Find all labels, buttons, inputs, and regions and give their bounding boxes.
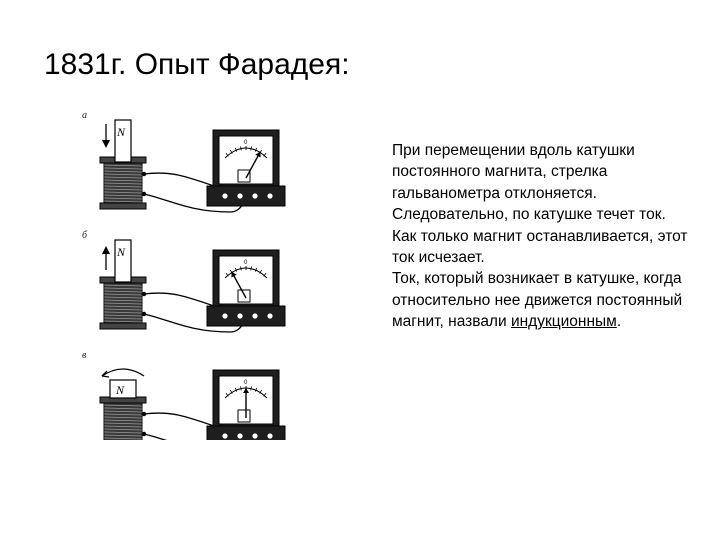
pivot-box — [237, 409, 251, 423]
pivot-box — [237, 169, 251, 183]
paragraph-2-end: . — [616, 313, 622, 331]
bar-magnet: N — [102, 239, 132, 283]
explanation-paragraph-1: При перемещении вдоль катушки постоянног… — [392, 142, 688, 267]
coil — [99, 156, 147, 210]
induction-term: индукционным — [510, 313, 617, 331]
coil — [99, 276, 147, 330]
pivot-box — [237, 289, 251, 303]
terminal — [267, 193, 273, 199]
panel-letter: a — [82, 110, 87, 121]
terminal — [237, 433, 243, 439]
panel-letter: в — [82, 350, 87, 361]
terminal — [267, 433, 273, 439]
terminal — [237, 193, 243, 199]
scale-zero-label: 0 — [244, 140, 248, 146]
paragraph-2-text: Ток, который возникает в катушке, когда … — [392, 270, 683, 331]
scale-zero-label: 0 — [244, 260, 248, 266]
bar-magnet: N — [101, 368, 145, 399]
magnet-label: N — [115, 383, 125, 397]
galvanometer: 0 — [206, 129, 286, 207]
galvanometer-needle — [245, 151, 261, 179]
terminal — [237, 313, 243, 319]
experiment-panel-3: вN 0 — [82, 350, 286, 440]
terminal — [267, 313, 273, 319]
terminal — [252, 433, 258, 439]
experiment-panel-2: бN 0 — [82, 230, 286, 333]
galvanometer-dial — [218, 255, 274, 305]
terminal — [222, 193, 228, 199]
rotation-arrow — [101, 368, 145, 377]
scale-zero-label: 0 — [244, 380, 248, 386]
magnet-label: N — [116, 245, 126, 259]
terminal — [252, 193, 258, 199]
slide-title: 1831г. Опыт Фарадея: — [44, 48, 350, 81]
experiment-panel-1: aN 0 — [82, 110, 286, 213]
terminal — [222, 433, 228, 439]
terminal — [222, 313, 228, 319]
galvanometer: 0 — [206, 249, 286, 327]
panel-letter: б — [82, 230, 88, 241]
explanation-text: При перемещении вдоль катушки постоянног… — [392, 140, 692, 333]
terminal — [252, 313, 258, 319]
magnet-label: N — [116, 125, 126, 139]
explanation-paragraph-2: Ток, который возникает в катушке, когда … — [392, 268, 692, 332]
coil — [99, 396, 147, 440]
galvanometer-dial — [218, 135, 274, 185]
bar-magnet: N — [102, 119, 132, 163]
galvanometer: 0 — [206, 369, 286, 440]
